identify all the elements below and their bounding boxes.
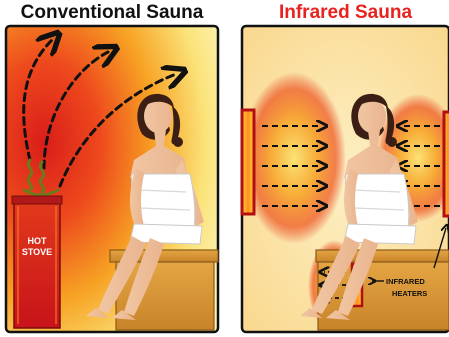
hot-stove — [12, 196, 62, 328]
infrared-heater-left — [242, 110, 254, 214]
infrared-heater-right — [444, 112, 449, 216]
stove-label-line2: STOVE — [22, 247, 52, 257]
infrared-sauna-panel: INFRARED HEATERS — [242, 26, 449, 332]
conventional-sauna-panel: HOT STOVE — [6, 26, 218, 332]
heaters-label-line1: INFRARED — [386, 277, 425, 286]
stove-label-line1: HOT — [28, 236, 48, 246]
heat-lobe-left — [242, 72, 346, 244]
heaters-label-line2: HEATERS — [392, 289, 427, 298]
